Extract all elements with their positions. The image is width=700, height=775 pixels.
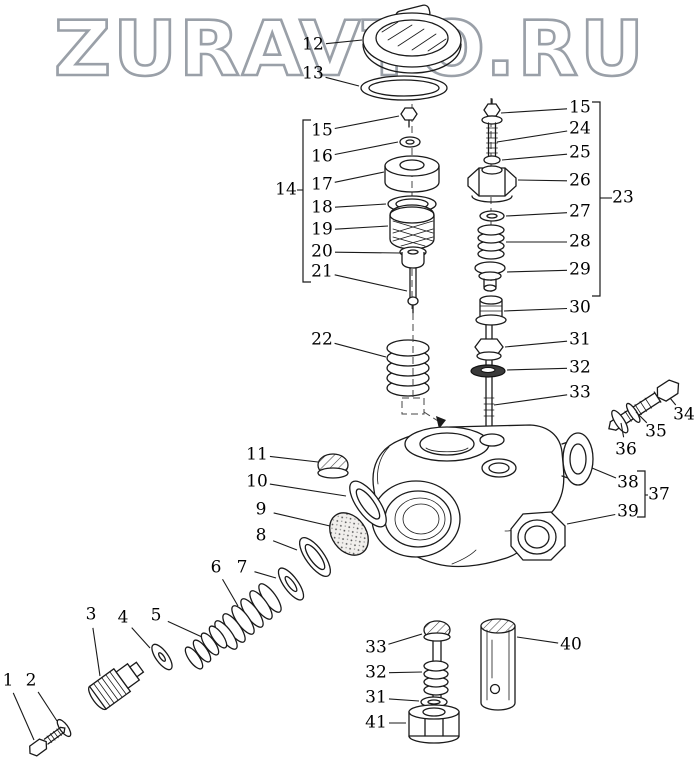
part-9-filter-disc [329,512,369,556]
part-38-flanged-cap [561,432,594,486]
body-left-bore [371,480,461,558]
part-13-gasket [360,75,448,101]
part-7-washer [277,567,305,601]
part-29-seat [474,261,506,292]
part-30-valve [475,295,507,326]
bottom-valve-assembly-drawing [408,620,460,744]
part-3-hex-fitting [88,661,145,711]
part-39-hex-port [510,511,566,561]
part-41-hex-nut [408,704,460,744]
part-25-collar [483,155,501,165]
part-27-washer [479,210,505,222]
part-6-spring [214,583,282,650]
part-28-spring [477,224,505,260]
watermark-text: ZURAVTO.RU [54,4,646,93]
part-24-stud [486,122,498,158]
part-10-seat-ring [349,480,387,528]
part-32-spring-bottom [423,660,449,696]
part-31-nut [474,338,504,361]
right-valve-stack-drawing [467,98,517,434]
part-22-spring [386,339,430,397]
part-4-washer [151,643,173,671]
bracket-lines [297,101,648,518]
part-26-hex-cap [467,165,517,203]
left-valve-stack-drawing [384,107,446,429]
inlet-assembly-drawing [29,480,387,757]
part-36-washer [611,409,629,434]
pump-body-drawing [317,424,594,568]
part-5-spring-small [184,625,228,670]
part-12-cap [362,4,462,74]
part-20-piston [399,246,427,269]
filler-cap-drawing [360,4,462,101]
plunger-drawing [480,618,516,711]
part-33-cap-bottom [423,620,451,642]
body-top-bore [404,426,490,462]
part-16-washer [399,136,421,148]
part-17-cover [384,155,440,193]
assembly-guide-dashes [401,313,446,429]
part-15-nut [400,107,418,128]
insert-arrow-icon [436,416,446,429]
part-15-nut-right [481,98,503,125]
part-32-washer [470,364,506,378]
part-19-knurled-body [389,204,435,250]
drain-bolt-drawing [608,379,680,434]
leader-lines [12,39,677,741]
body-side-opening [481,458,517,478]
part-11-plug [317,453,349,479]
part-35-washer [625,402,641,423]
part-34-bolt-head [656,379,680,402]
part-1-bolt [29,726,66,757]
part-21-stem [407,267,419,314]
part-8-ring [298,537,332,577]
body-stem-port [479,433,505,447]
